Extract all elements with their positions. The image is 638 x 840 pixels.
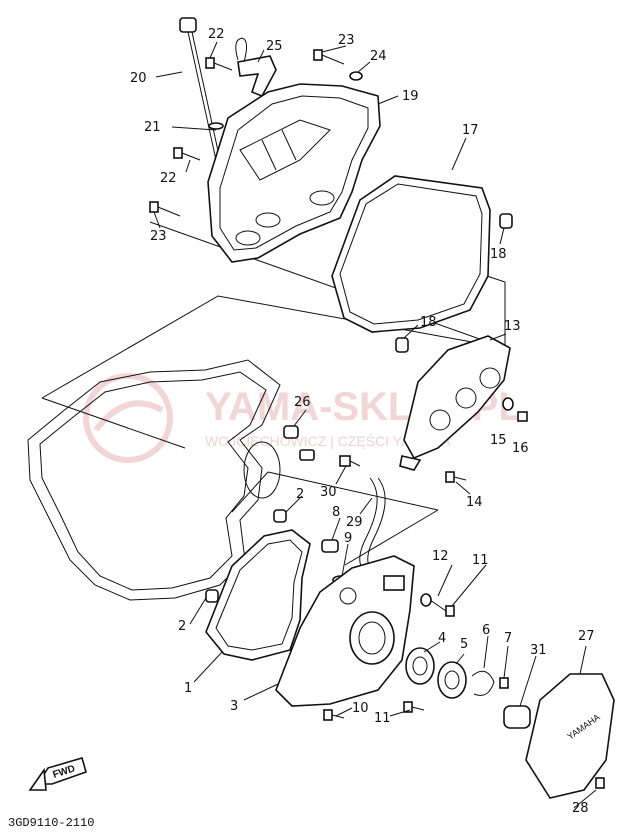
label-21: 21 [144,120,161,135]
dowel-2a [273,509,287,523]
oil-seal-5 [437,661,467,699]
label-19: 19 [402,89,419,104]
label-23a: 23 [338,33,355,48]
label-5: 5 [460,637,468,652]
bolt-10 [323,709,345,721]
label-26: 26 [294,395,311,410]
label-1: 1 [184,681,192,696]
label-11b: 11 [374,711,391,726]
bolt-28 [595,777,605,789]
dowel-pin-18b [395,337,409,353]
bolt-11a [429,599,455,617]
label-2a: 2 [296,487,304,502]
label-3: 3 [230,699,238,714]
clutch-cover [207,83,381,263]
bolt-16 [517,411,528,422]
label-22a: 22 [208,27,225,42]
collar-26 [283,425,315,461]
fwd-badge: FWD [28,757,87,791]
watermark-tagline: WOJCIECHOWICZ | CZĘŚCI YAMAHA [205,432,451,449]
label-30: 30 [320,485,337,500]
label-10: 10 [352,701,369,716]
washer-15 [502,397,514,411]
bolt-11b [403,701,425,713]
label-18b: 18 [420,315,437,330]
label-11a: 11 [472,553,489,568]
cover-27: YAMAHA [525,673,615,799]
label-31: 31 [530,643,547,658]
label-7: 7 [504,631,512,646]
bolt-30 [339,455,361,467]
bolt-22b [173,147,201,161]
label-4: 4 [438,631,446,646]
circlip-6 [471,670,495,696]
gasket-17 [331,175,491,333]
crankcase-cover-13 [399,335,511,471]
label-14: 14 [466,495,483,510]
bolt-23a [313,49,345,65]
oil-dipstick [179,17,224,161]
dowel-pin-18a [499,213,513,229]
label-29: 29 [346,515,363,530]
cable-bracket [235,37,277,98]
crankcase-outline [27,359,281,601]
drawing-code: 3GD9110-2110 [8,816,94,830]
label-27: 27 [578,629,595,644]
label-8: 8 [332,505,340,520]
washer-12 [420,593,432,607]
crankcase-cover-3 [275,555,415,707]
label-22b: 22 [160,171,177,186]
label-15: 15 [490,433,507,448]
label-6: 6 [482,623,490,638]
bolt-14 [445,471,467,483]
label-9: 9 [344,531,352,546]
gasket-1 [205,529,311,661]
oil-pipe-29 [359,477,386,569]
bolt-22a [205,57,233,71]
collar-31 [503,705,531,729]
label-13: 13 [504,319,521,334]
part-labels: 20 21 22 22 23 23 24 25 19 17 18 18 13 2… [130,27,595,816]
label-18a: 18 [490,247,507,262]
label-23b: 23 [150,229,167,244]
label-12: 12 [432,549,449,564]
dowel-2b [205,589,219,603]
label-20: 20 [130,71,147,86]
label-28: 28 [572,801,589,816]
plug-8 [321,539,339,553]
label-25: 25 [266,39,283,54]
label-17: 17 [462,123,479,138]
bearing-4 [405,647,435,685]
label-16: 16 [512,441,529,456]
bolt-7 [499,677,509,689]
label-2b: 2 [178,619,186,634]
label-24: 24 [370,49,387,64]
washer-24 [349,71,363,81]
leader-lines [153,41,597,809]
